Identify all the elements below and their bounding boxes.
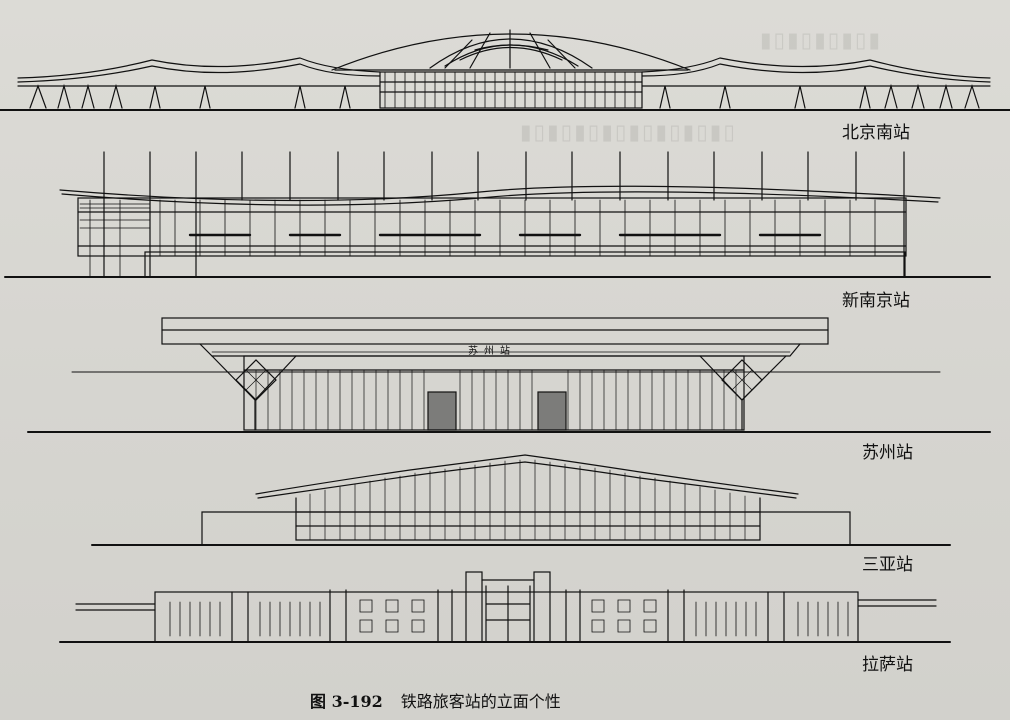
show-through-text: ▮▯▮▯▮▯▮▯▮ [760,28,883,52]
suzhou-facade-sign: 苏州站 [468,344,516,357]
station-label-beijing-south: 北京南站 [842,123,910,143]
lhasa-elevation [59,571,951,643]
station-label-suzhou: 苏州站 [862,443,913,463]
station-label-lhasa: 拉萨站 [862,655,913,675]
figure-number: 图 3-192 [310,692,383,711]
beijing-south-elevation [0,29,1010,111]
station-label-nanjing-south: 新南京站 [842,291,910,311]
suzhou-elevation [27,317,991,433]
figure-caption: 图 3-192 铁路旅客站的立面个性 [310,688,561,712]
station-label-sanya: 三亚站 [862,555,913,575]
figure-title: 铁路旅客站的立面个性 [400,692,561,711]
sanya-elevation [91,454,951,546]
nanjing-south-elevation [4,151,991,278]
show-through-text: ▮▯▮▯▮▯▮▯▮▯▮▯▮▯▮▯ [520,120,737,144]
